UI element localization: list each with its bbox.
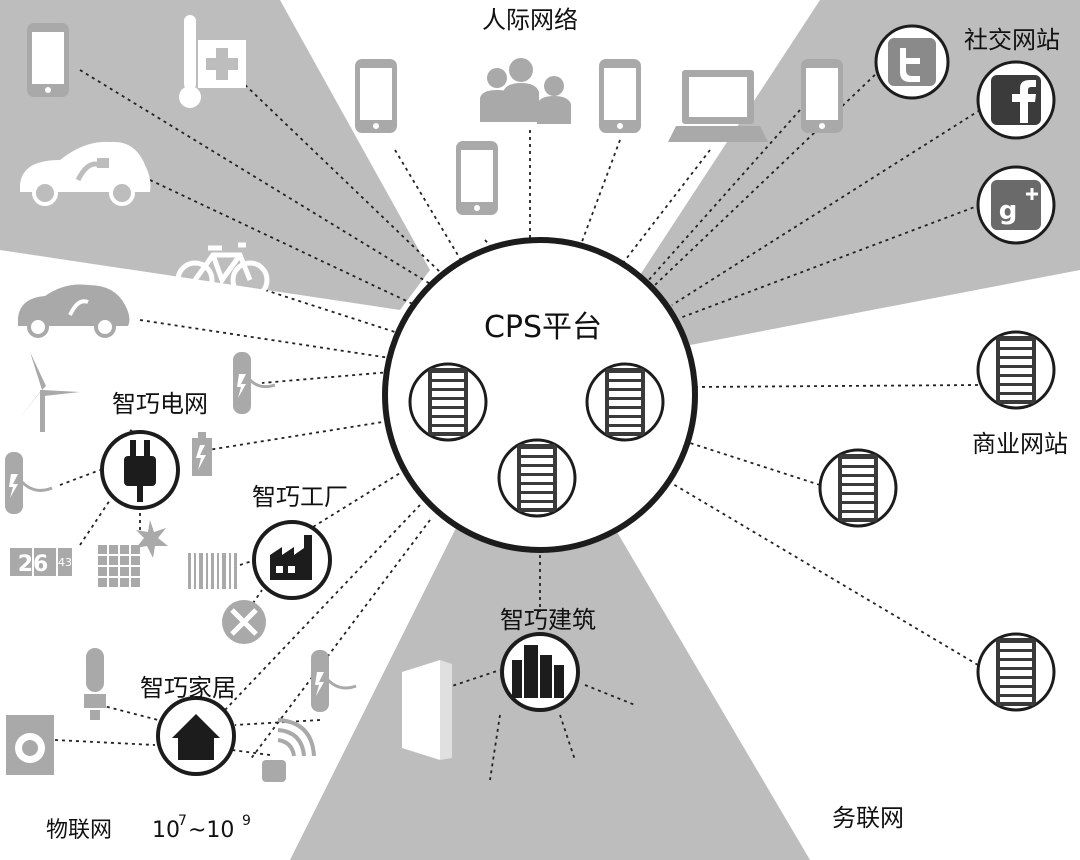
door-icon [402,660,452,760]
server-bottom [497,438,577,518]
light-bulb-icon [84,648,106,720]
iot-label: 物联网 [46,818,112,843]
interpersonal-network-label: 人际网络 [482,6,578,34]
meter-icon: 26 43 [10,548,72,577]
bicycle-icon [175,242,270,300]
sector-social [640,0,1080,345]
phone-icon [599,59,641,133]
phone-icon [355,59,397,133]
meter-small-digits: 43 [58,556,72,569]
solar-panel-icon [98,520,168,587]
charging-station-icon [233,352,276,414]
barcode-icon [188,553,237,589]
server-left [408,362,488,442]
electric-car-icon [20,141,151,206]
smart-grid-node: 智巧电网 [100,390,208,510]
commercial-website-label: 商业网站 [972,430,1068,458]
smart-home-label: 智巧家居 [140,674,236,702]
smart-grid-label: 智巧电网 [112,390,208,418]
facebook-icon [976,60,1056,140]
tools-icon [222,600,266,644]
service-net-label: 务联网 [832,804,904,832]
wind-turbine-icon [18,352,80,432]
meter-digits: 26 [18,552,49,577]
electric-car-small-icon [18,284,130,338]
iot-scale-exp2: 9 [242,813,251,829]
cps-platform: CPS平台 [382,237,698,553]
people-group-icon [480,58,571,124]
smart-factory-label: 智巧工厂 [252,483,348,511]
washing-machine-icon [6,715,54,775]
laptop-icon [668,70,768,142]
smart-home-node: 智巧家居 [140,674,236,776]
svg-text:g: g [999,196,1018,226]
battery-icon [192,432,212,476]
iot-scale-base: 10 [152,818,180,843]
thermometer-icon [179,15,246,108]
charging-station-3-icon [311,650,357,712]
iot-scale: 10 7 ~10 9 [152,813,251,843]
smart-factory-node: 智巧工厂 [252,483,348,600]
server-right [585,362,665,442]
iot-scale-tilde: ~10 [188,818,234,843]
commercial-server-1 [976,330,1056,410]
cps-title: CPS平台 [484,310,602,345]
smart-building-label: 智巧建筑 [500,606,596,634]
commercial-server-2 [818,448,898,528]
social-network-label: 社交网站 [964,26,1060,54]
phone-icon [27,23,69,97]
phone-icon [456,141,498,215]
sector-iot-upper [0,0,430,310]
twitter-icon [874,24,950,100]
phone-icon [801,59,843,133]
google-plus-icon: g [976,165,1056,245]
wireless-alarm-icon [262,718,316,782]
charging-station-2-icon [5,452,53,514]
commercial-server-3 [976,632,1056,712]
iot-scale-exp1: 7 [178,813,187,829]
connection-lines [54,69,981,781]
smart-building-node: 智巧建筑 [500,606,596,712]
